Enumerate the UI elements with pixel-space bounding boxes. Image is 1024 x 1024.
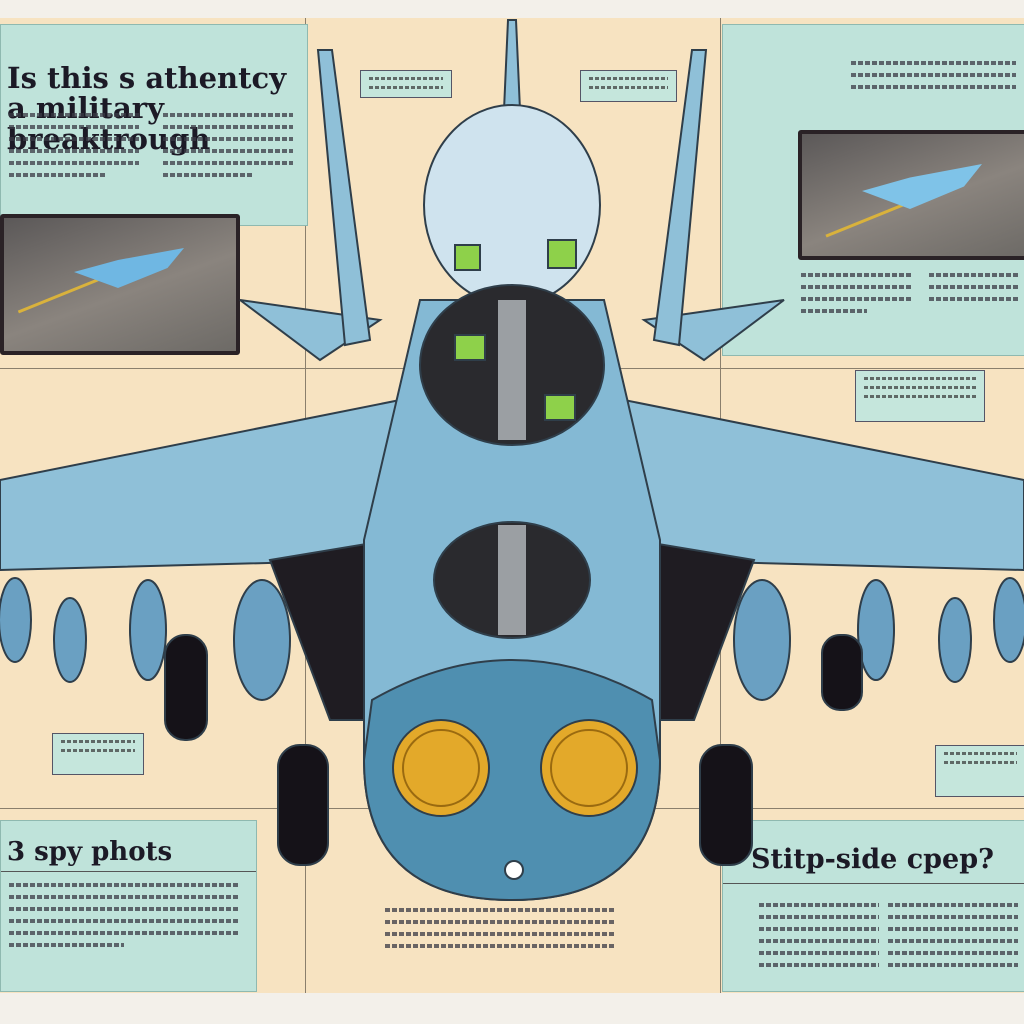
right-tail — [652, 49, 708, 347]
caption-text — [385, 908, 615, 956]
body-text — [9, 113, 139, 185]
center-fin — [502, 19, 522, 111]
callout-label — [52, 733, 144, 775]
section-heading: 3 spy phots — [7, 837, 173, 867]
photo-thumbnail[interactable] — [0, 214, 240, 355]
spy-photos-panel: 3 spy phots — [0, 820, 257, 992]
body-text — [851, 61, 1016, 97]
body-text — [759, 903, 879, 975]
left-tail — [316, 49, 372, 347]
engine-right — [540, 719, 638, 817]
body-text — [888, 903, 1018, 975]
canopy — [423, 104, 601, 306]
callout-label — [855, 370, 985, 422]
callout-label — [935, 745, 1024, 797]
engine-left — [392, 719, 490, 817]
right-wing — [622, 398, 1024, 572]
body-text — [9, 883, 239, 955]
body-text — [163, 113, 293, 185]
callout-label — [360, 70, 452, 98]
body-text — [801, 273, 911, 321]
photo-thumbnail[interactable] — [798, 130, 1024, 260]
section-heading: Stitp-side cpep? — [751, 844, 994, 875]
headline-panel: Is this s athentcy a military breaktroug… — [0, 24, 308, 226]
body-text — [929, 273, 1019, 309]
side-panel: Stitp-side cpep? — [722, 820, 1024, 992]
left-wing — [0, 398, 402, 572]
callout-label — [580, 70, 677, 102]
